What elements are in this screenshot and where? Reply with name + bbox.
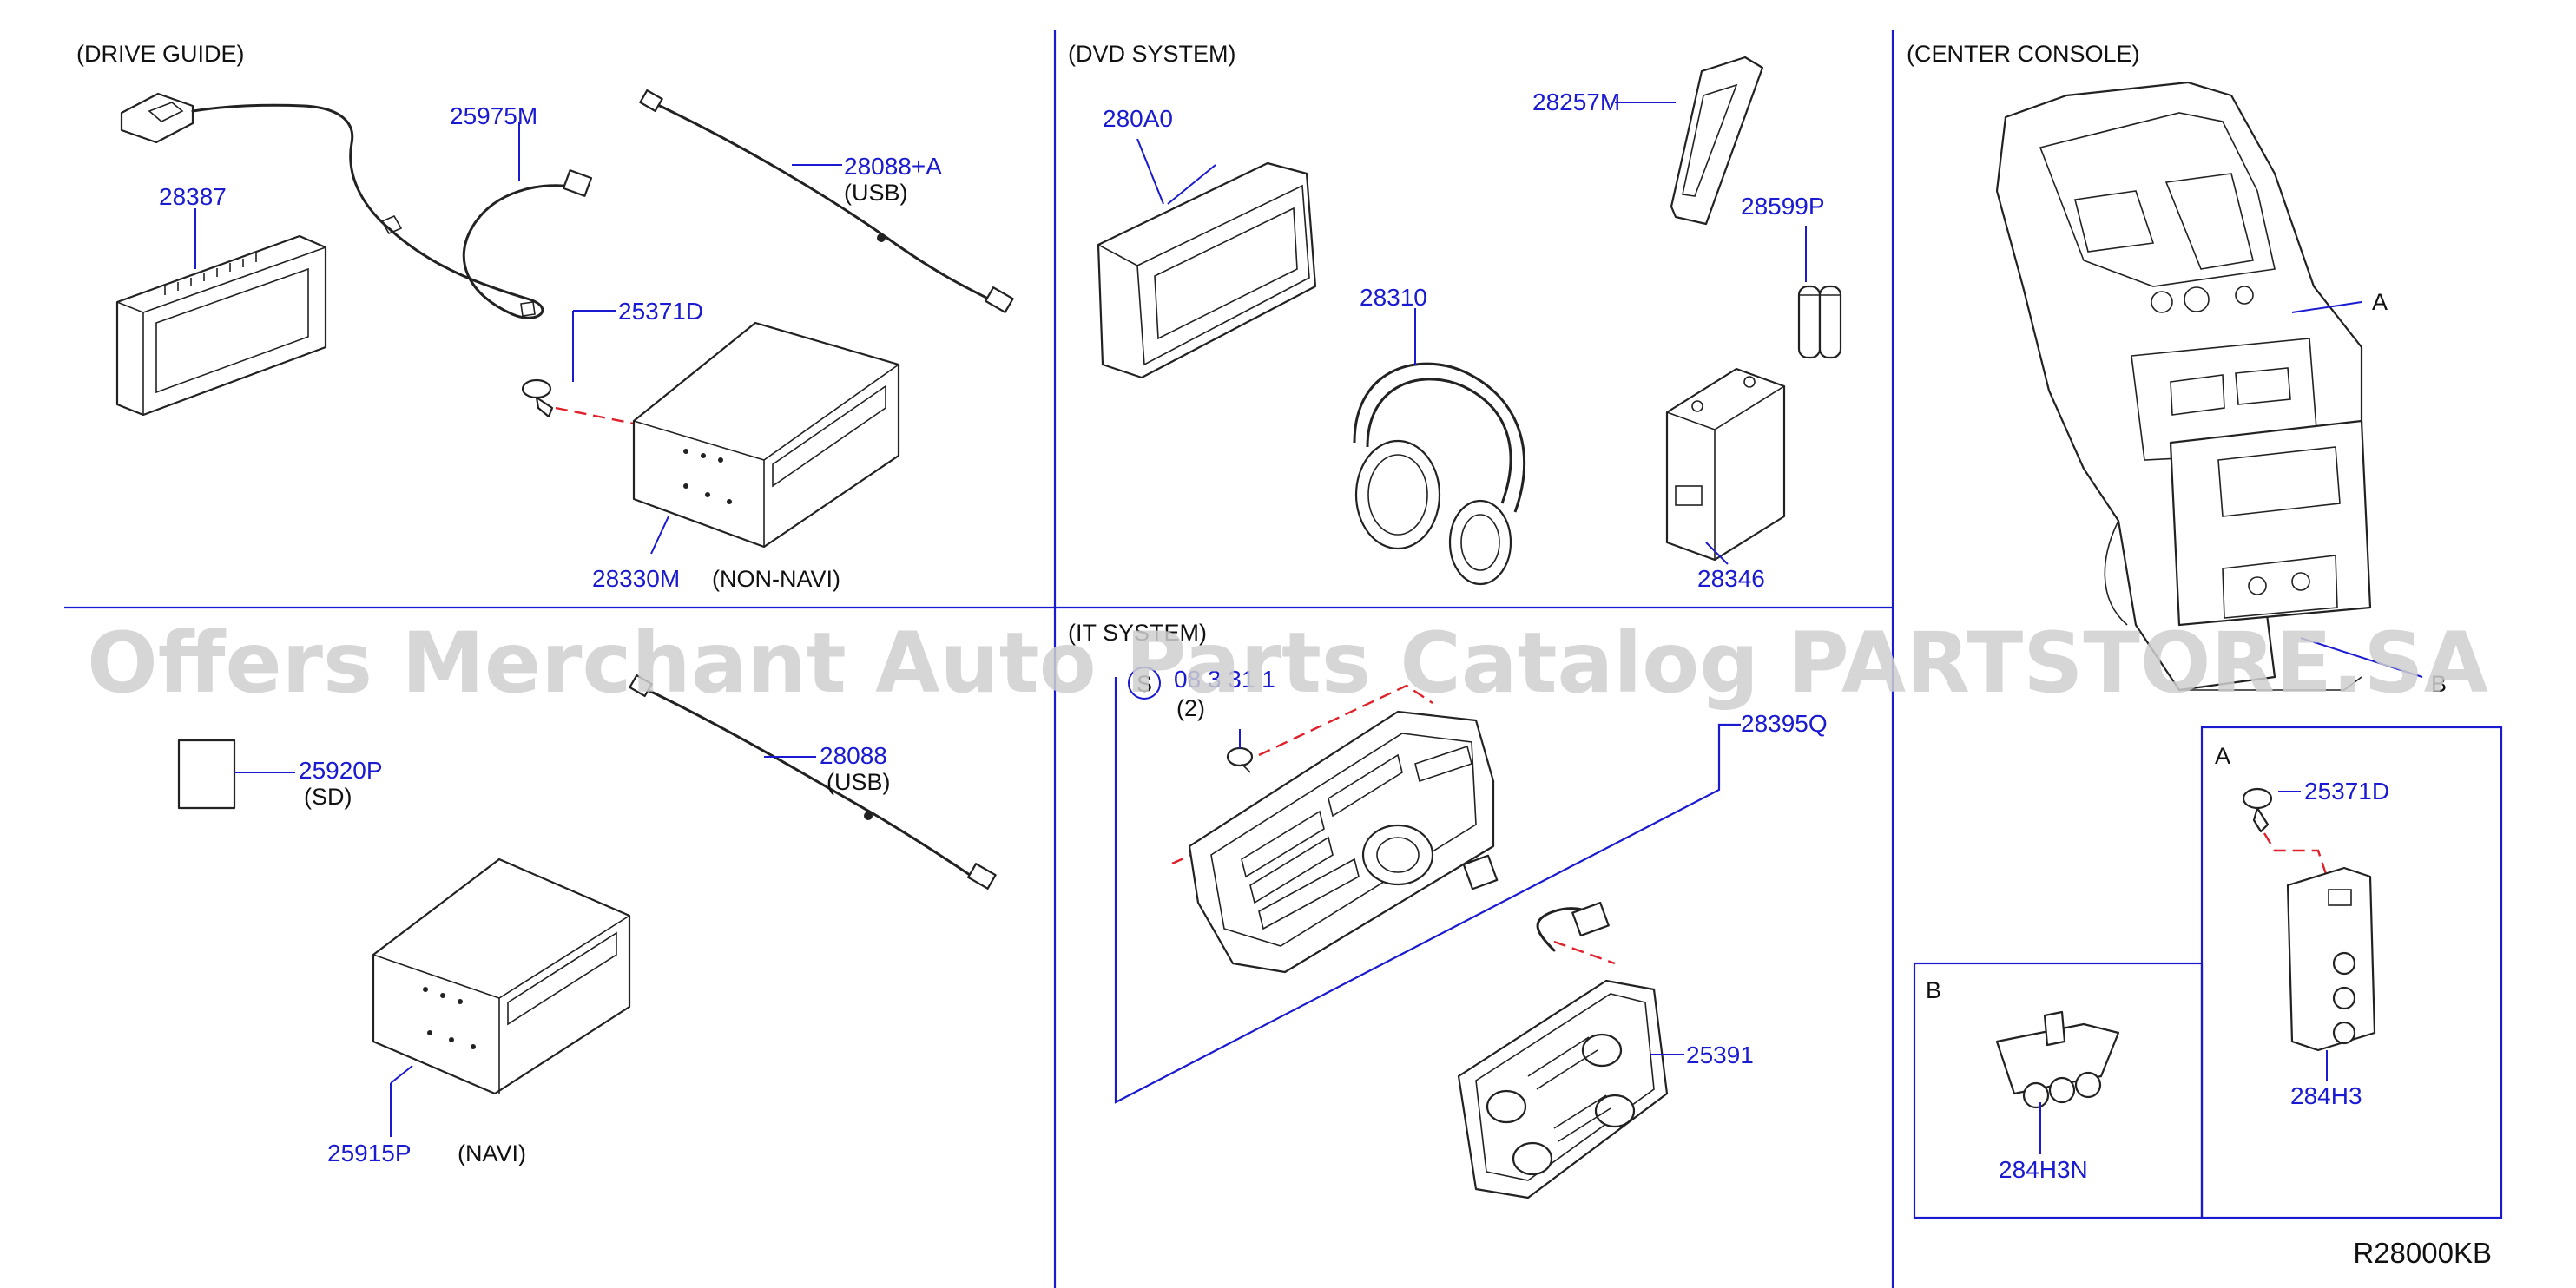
section-title-it-system: (IT SYSTEM) bbox=[1068, 620, 1207, 646]
console-callout-a: A bbox=[2372, 289, 2388, 315]
center-console-illustration bbox=[1995, 81, 2372, 692]
part-28330M-unit-illustration bbox=[632, 321, 900, 549]
screw-quantity: (2) bbox=[1176, 695, 1205, 721]
watermark-text: Offers Merchant Auto Parts Catalog PARTS… bbox=[87, 614, 2488, 712]
section-title-dvd-system: (DVD SYSTEM) bbox=[1068, 41, 1236, 67]
part-number-28088A: 28088+A bbox=[844, 153, 942, 180]
detail-b-frame bbox=[1913, 962, 2204, 1219]
detail-a-part-number: 25371D bbox=[2304, 778, 2389, 805]
part-number-28310: 28310 bbox=[1360, 284, 1427, 311]
part-28310-headphones-illustration bbox=[1353, 362, 1525, 586]
part-25371D-clip-illustration bbox=[521, 378, 643, 427]
svg-text:S: S bbox=[1136, 671, 1152, 697]
screw-illustration bbox=[1226, 729, 1254, 773]
part-28088-usb-cable-illustration bbox=[629, 674, 997, 890]
part-number-28346: 28346 bbox=[1697, 565, 1765, 592]
part-number-28387: 28387 bbox=[159, 183, 227, 210]
section-title-center-console: (CENTER CONSOLE) bbox=[1907, 41, 2140, 67]
part-284H3N-illustration bbox=[1995, 1010, 2120, 1109]
part-note-28088A: (USB) bbox=[844, 180, 908, 206]
part-25975M-cable-illustration bbox=[380, 169, 593, 319]
part-number-25371D: 25371D bbox=[618, 298, 703, 325]
screw-part-code: 08 3 31 1 bbox=[1174, 666, 1275, 693]
part-25915P-navi-unit-illustration bbox=[372, 858, 631, 1095]
part-28599P-batteries-illustration bbox=[1797, 285, 1842, 359]
detail-a-label: A bbox=[2215, 743, 2230, 769]
part-note-28330M: (NON-NAVI) bbox=[712, 566, 840, 592]
part-number-280A0: 280A0 bbox=[1103, 105, 1173, 132]
part-number-28257M: 28257M bbox=[1532, 89, 1620, 115]
part-25920P-sd-card-illustration bbox=[177, 739, 236, 810]
part-number-25975M: 25975M bbox=[450, 102, 537, 129]
detail-b-part-number: 284H3N bbox=[1999, 1156, 2088, 1183]
part-number-28330M: 28330M bbox=[592, 565, 680, 592]
detail-a-clip-illustration bbox=[2242, 787, 2329, 877]
part-number-25915P: 25915P bbox=[327, 1140, 412, 1166]
detail-b-label: B bbox=[1926, 977, 1941, 1003]
console-callout-b: B bbox=[2431, 671, 2447, 697]
section-title-drive-guide: (DRIVE GUIDE) bbox=[76, 41, 245, 67]
part-number-25391: 25391 bbox=[1686, 1042, 1754, 1068]
part-number-28599P: 28599P bbox=[1741, 193, 1825, 220]
part-note-25915P: (NAVI) bbox=[458, 1140, 526, 1166]
detail-a-part-number-284H3: 284H3 bbox=[2290, 1082, 2362, 1109]
camera-part-illustration bbox=[120, 92, 392, 232]
part-number-25920P: 25920P bbox=[299, 757, 383, 784]
part-28395Q-panel-illustration bbox=[1171, 684, 1499, 974]
part-28257M-remote-illustration bbox=[1670, 56, 1764, 226]
part-25391-climate-panel-illustration bbox=[1457, 901, 1669, 1199]
part-28387-illustration bbox=[115, 234, 327, 417]
part-number-28088: 28088 bbox=[820, 742, 887, 769]
part-284H3-illustration bbox=[2286, 866, 2376, 1052]
part-28346-module-illustration bbox=[1665, 367, 1786, 562]
part-note-28088: (USB) bbox=[827, 769, 891, 795]
part-28088A-usb-cable-illustration bbox=[639, 89, 1014, 313]
part-note-25920P: (SD) bbox=[304, 784, 352, 810]
diagram-reference-code: R28000KB bbox=[2353, 1237, 2492, 1269]
part-280A0-monitor-illustration bbox=[1097, 161, 1317, 379]
screw-symbol-callout: S bbox=[1128, 667, 1161, 700]
part-number-28395Q: 28395Q bbox=[1741, 710, 1828, 737]
